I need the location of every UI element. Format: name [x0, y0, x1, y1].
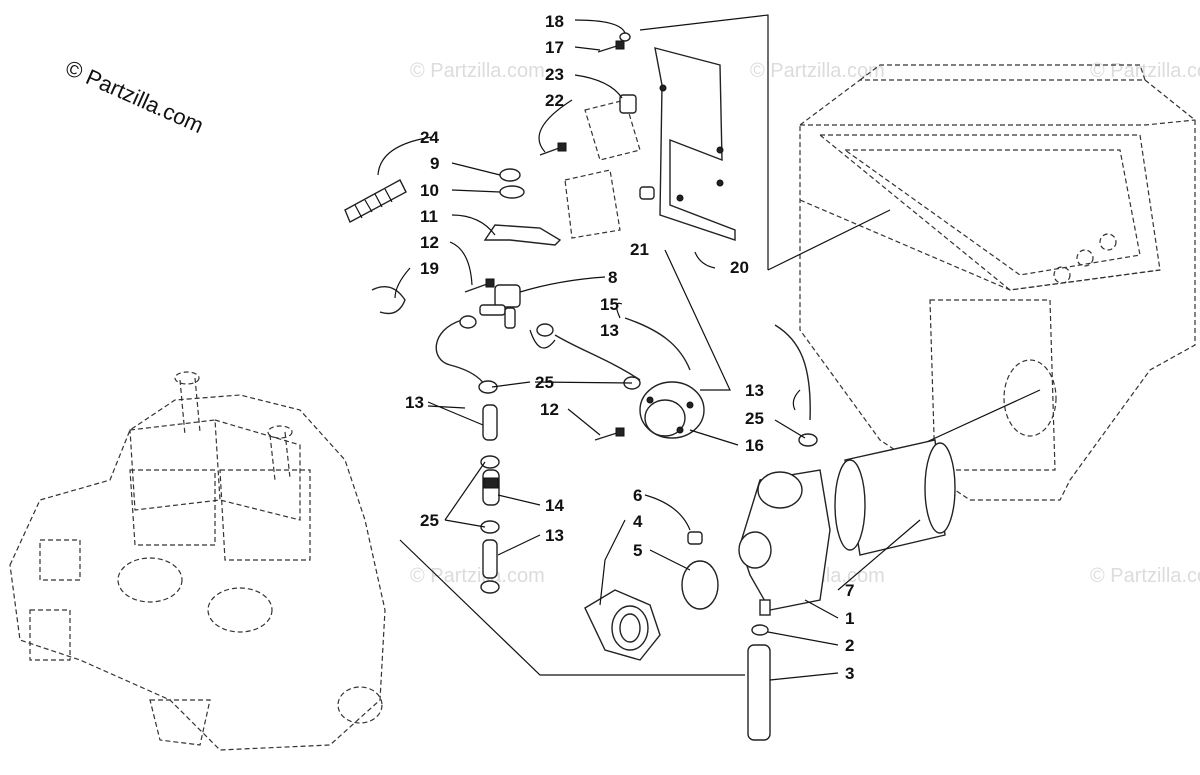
- callout-13: 13: [600, 321, 619, 340]
- air-box: [799, 64, 1196, 501]
- spring-24: [344, 179, 407, 223]
- callout-21: 21: [630, 240, 649, 259]
- clip-2: [751, 624, 769, 636]
- callout-13: 13: [745, 381, 764, 400]
- fuel-filter: [482, 469, 500, 506]
- washer-18: [619, 32, 631, 42]
- frame-line: [664, 249, 731, 391]
- watermark: © Partzilla.com: [1090, 565, 1200, 587]
- fuel-line-carb: [774, 324, 811, 421]
- callout-13: 13: [545, 526, 564, 545]
- watermark: © Partzilla.com: [410, 60, 545, 82]
- callout-18: 18: [545, 12, 564, 31]
- screw-12-pump: [594, 427, 625, 441]
- clamp-5: [681, 560, 719, 610]
- fuel-line-left: [435, 319, 486, 386]
- leader-lines: [377, 19, 921, 681]
- callout-25: 25: [535, 373, 554, 392]
- frame-line: [639, 14, 769, 270]
- frame-line: [919, 389, 1041, 446]
- frame-line: [399, 539, 745, 676]
- solenoid-relay: [564, 94, 641, 239]
- drain-tube-3: [747, 644, 771, 741]
- nut-9: [499, 168, 521, 182]
- callout-7: 7: [845, 581, 854, 600]
- cap-6: [687, 531, 703, 545]
- fuel-pump: [639, 381, 705, 439]
- callout-20: 20: [730, 258, 749, 277]
- callout-19: 19: [420, 259, 439, 278]
- callout-23: 23: [545, 65, 564, 84]
- fuel-line-13: [554, 334, 641, 381]
- callout-15: 15: [600, 295, 619, 314]
- callout-3: 3: [845, 664, 854, 683]
- callout-11: 11: [420, 207, 438, 226]
- callout-6: 6: [633, 486, 642, 505]
- callout-2: 2: [845, 636, 854, 655]
- callout-9: 9: [430, 154, 439, 173]
- frame-line: [767, 209, 891, 271]
- callout-14: 14: [545, 496, 564, 515]
- screw-17: [597, 40, 625, 53]
- callout-25: 25: [745, 409, 764, 428]
- bracket: [654, 47, 736, 241]
- fuel-line-lower: [482, 539, 498, 579]
- callout-4: 4: [633, 512, 643, 531]
- callout-12: 12: [540, 400, 559, 419]
- callout-16: 16: [745, 436, 764, 455]
- fuel-line-short: [482, 404, 498, 441]
- callout-8: 8: [608, 268, 617, 287]
- clip-19: [371, 286, 406, 315]
- fuel-valve-bracket: [483, 224, 562, 246]
- fitting-21: [639, 186, 655, 200]
- fuel-line-15: [624, 317, 691, 371]
- screw-12-top: [464, 278, 495, 293]
- carburetor: [738, 469, 831, 616]
- watermark: © Partzilla.com: [750, 60, 885, 82]
- fuel-shutoff-valve: [479, 284, 521, 329]
- callout-10: 10: [420, 181, 439, 200]
- callout-25: 25: [420, 511, 439, 530]
- callout-22: 22: [545, 91, 564, 110]
- watermark: © Partzilla.com: [1090, 60, 1200, 82]
- callout-13: 13: [405, 393, 424, 412]
- callout-1: 1: [845, 609, 854, 628]
- callout-24: 24: [420, 128, 439, 147]
- washer-10: [499, 185, 525, 199]
- engine-block: [9, 371, 386, 751]
- screw-22: [539, 142, 567, 156]
- carb-adaptor-flange: [584, 589, 661, 661]
- callout-17: 17: [545, 38, 564, 57]
- intake-boot: [834, 439, 956, 556]
- callout-12: 12: [420, 233, 439, 252]
- callout-5: 5: [633, 541, 642, 560]
